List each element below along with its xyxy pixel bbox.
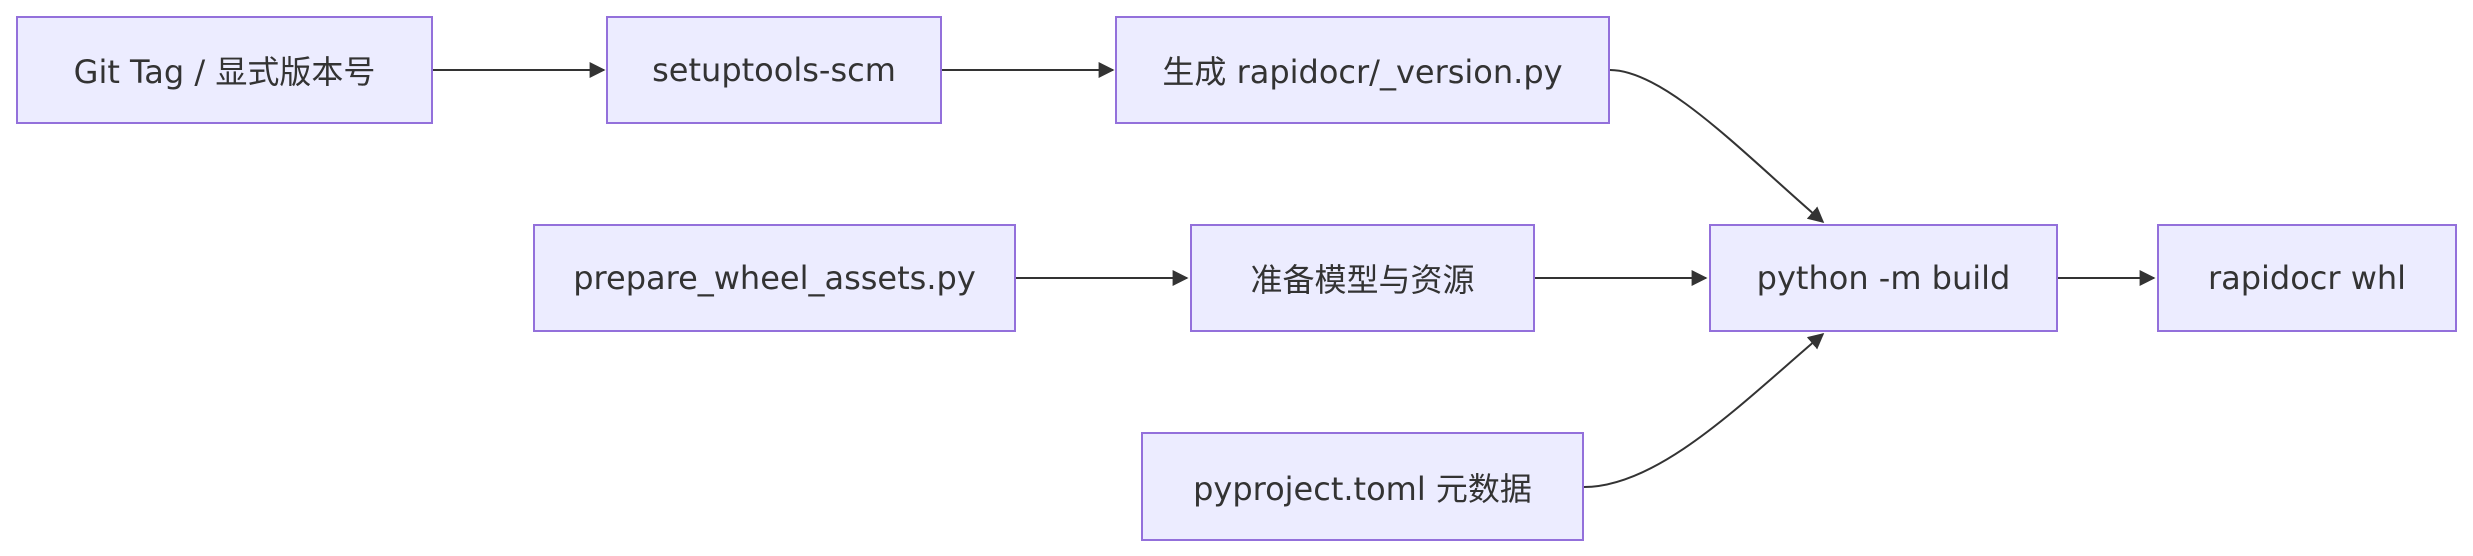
edge-pyproject-to-build — [1583, 332, 1825, 488]
node-python-build: python -m build — [1709, 224, 2058, 332]
node-pyproject: pyproject.toml 元数据 — [1141, 432, 1584, 541]
node-rapidocr-whl: rapidocr whl — [2157, 224, 2457, 332]
node-prepare-models: 准备模型与资源 — [1190, 224, 1535, 332]
node-git-tag: Git Tag / 显式版本号 — [16, 16, 433, 124]
node-python-build-label: python -m build — [1756, 259, 2011, 297]
node-prepare-wheel-assets: prepare_wheel_assets.py — [533, 224, 1016, 332]
node-prepare-models-label: 准备模型与资源 — [1250, 261, 1475, 299]
node-prepare-wheel-assets-label: prepare_wheel_assets.py — [573, 259, 976, 297]
node-rapidocr-whl-label: rapidocr whl — [2207, 259, 2407, 297]
node-git-tag-label: Git Tag / 显式版本号 — [73, 53, 376, 91]
node-pyproject-label: pyproject.toml 元数据 — [1193, 469, 1532, 508]
edge-gen-version-to-build — [1609, 69, 1825, 224]
node-setuptools-scm: setuptools-scm — [606, 16, 942, 124]
node-gen-version-label: 生成 rapidocr/_version.py — [1162, 53, 1563, 91]
node-gen-version: 生成 rapidocr/_version.py — [1115, 16, 1610, 124]
node-setuptools-scm-label: setuptools-scm — [652, 51, 896, 89]
